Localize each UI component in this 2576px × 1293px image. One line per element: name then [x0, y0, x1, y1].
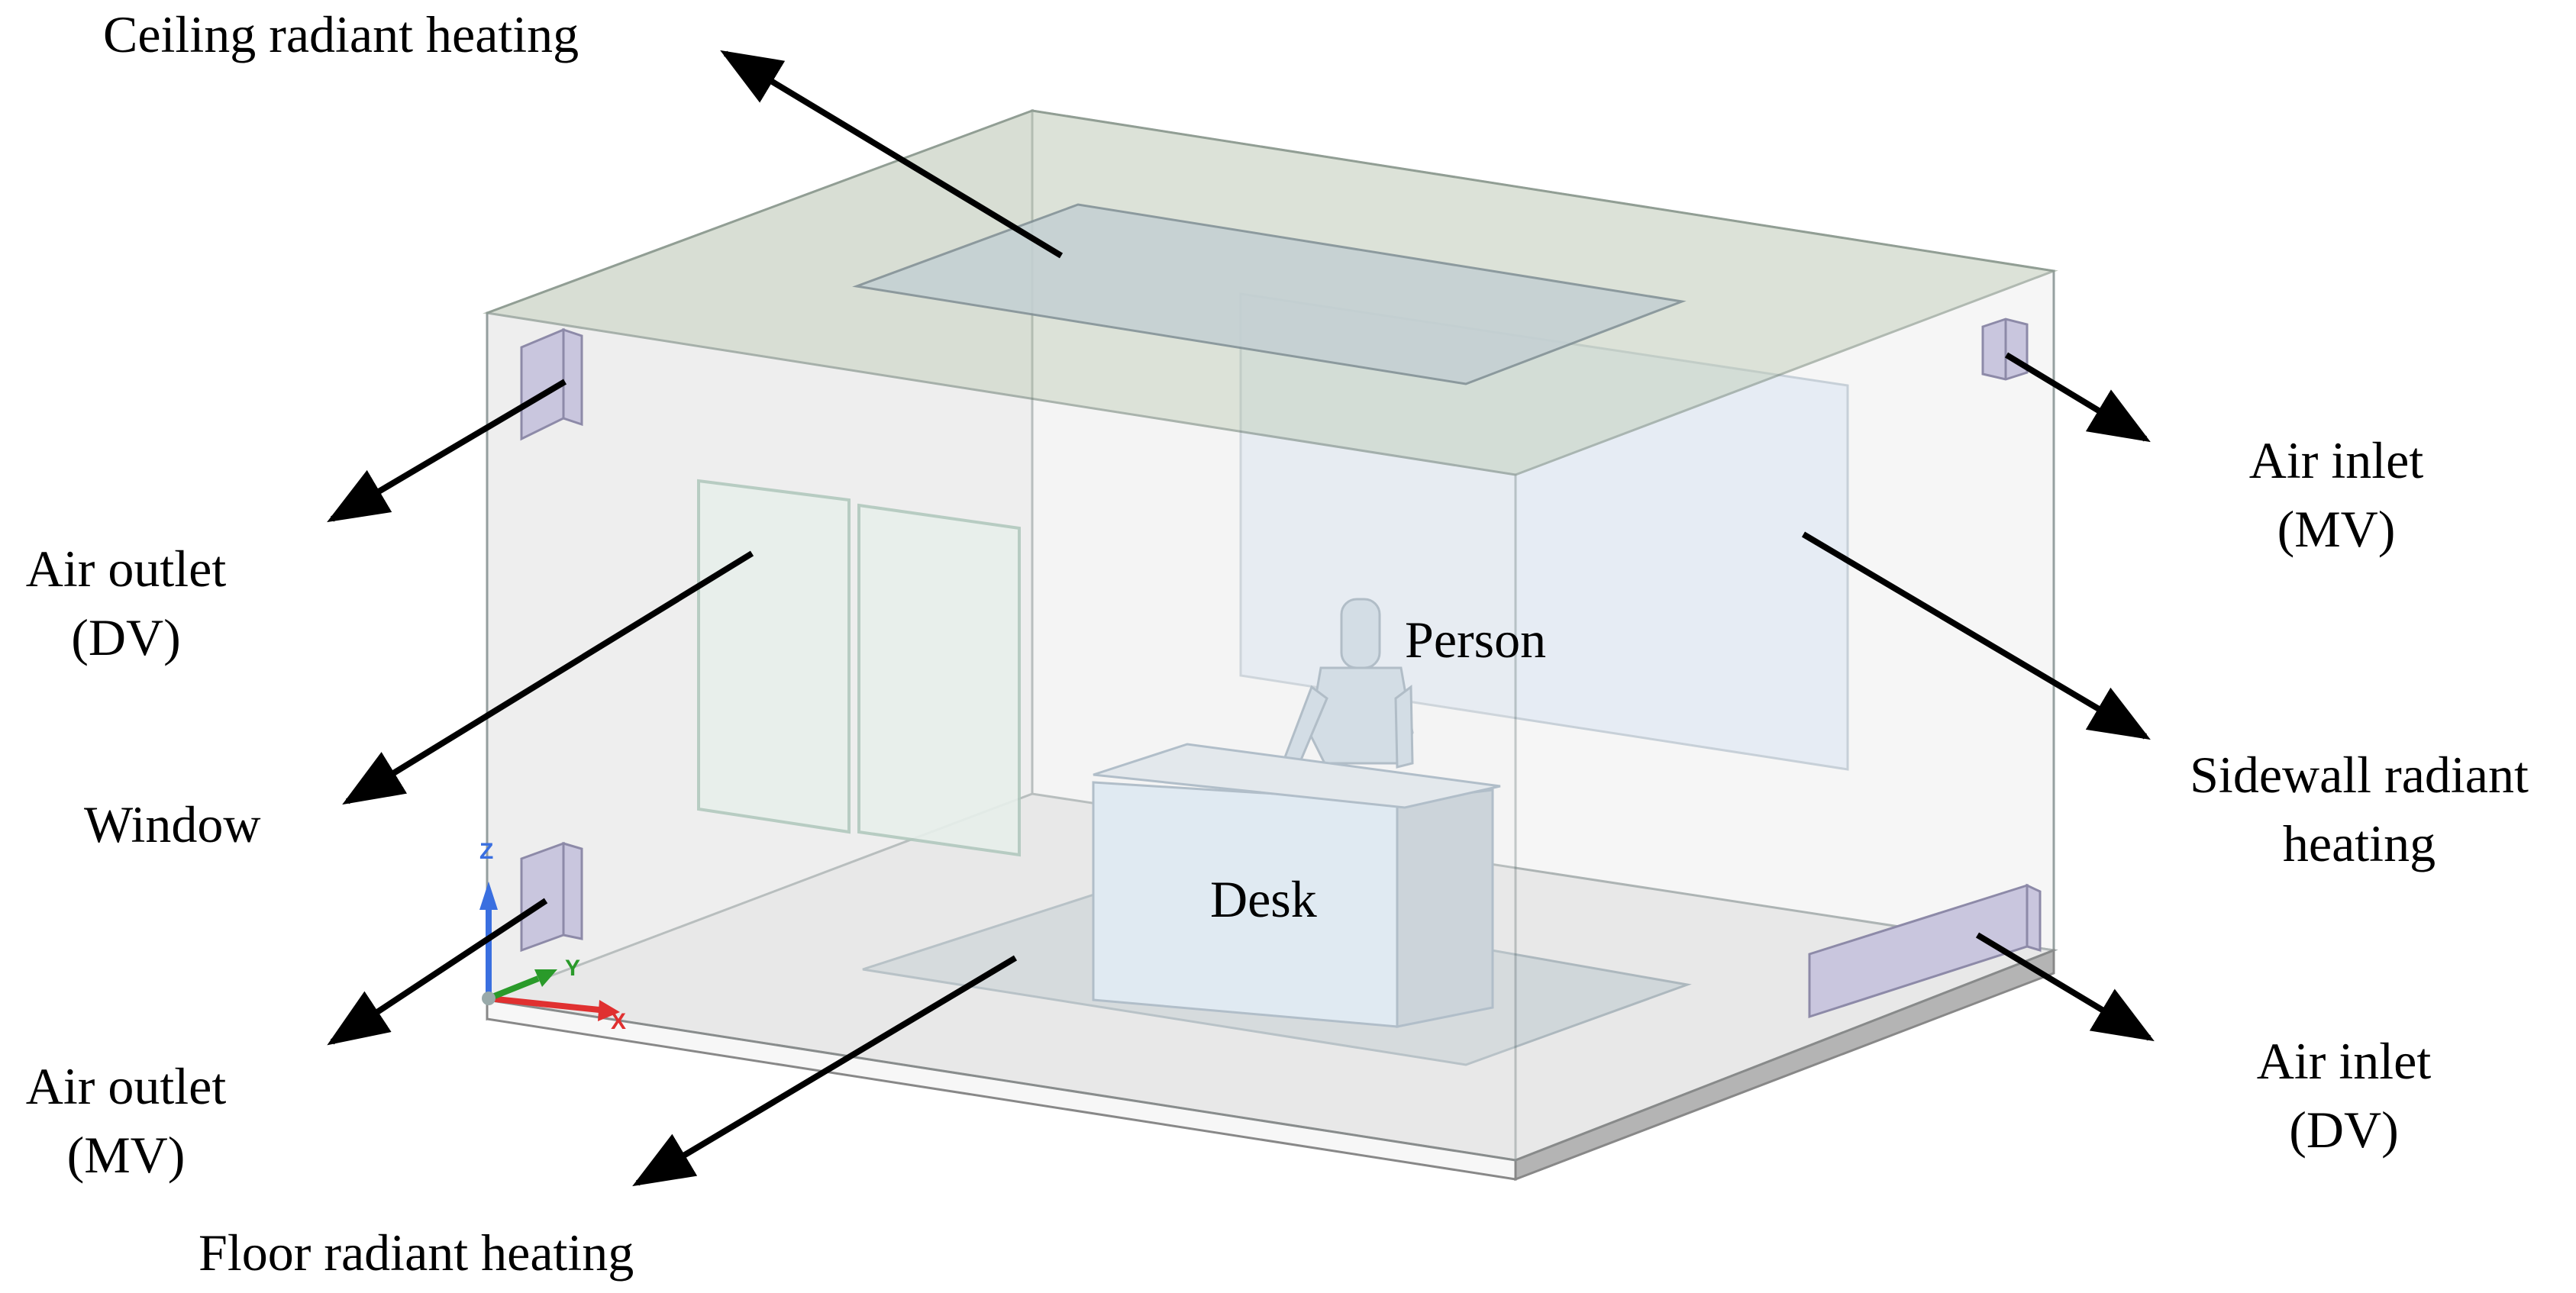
air-outlet-dv-arrow [327, 379, 567, 523]
air-inlet-dv-label-line2: (DV) [2289, 1101, 2399, 1159]
window-label: Window [84, 795, 261, 853]
sidewall-radiant-heating-label-line1: Sidewall radiant [2190, 746, 2529, 804]
air-inlet-mv-label-line2: (MV) [2277, 500, 2396, 558]
ceiling-arrow [720, 50, 1064, 259]
air-outlet-dv-vent [520, 327, 583, 441]
floor-radiant-heating-label: Floor radiant heating [199, 1224, 634, 1282]
desk-top [1093, 743, 1501, 809]
air-inlet-mv-vent [1981, 318, 2029, 381]
air-inlet-dv-label-line1: Air inlet [2256, 1032, 2432, 1090]
ceiling-radiant-panel [852, 203, 1687, 385]
desk-label: Desk [1210, 870, 1317, 928]
floor-arrow [632, 955, 1018, 1187]
air-inlet-dv-arrow [1975, 932, 2155, 1042]
window-pane-right [857, 503, 1021, 857]
window-pane-left [697, 479, 851, 834]
person-mannequin [1280, 598, 1414, 769]
air-inlet-mv-label-line1: Air inlet [2248, 431, 2424, 489]
ceiling-radiant-heating-label: Ceiling radiant heating [103, 5, 579, 63]
air-outlet-mv-arrow [327, 898, 548, 1046]
leader-arrows [327, 50, 2155, 1187]
air-outlet-dv-label-line1: Air outlet [25, 540, 227, 598]
air-inlet-mv-arrow [2004, 352, 2151, 443]
air-outlet-mv-label-line2: (MV) [66, 1126, 186, 1184]
air-inlet-dv-vent [1808, 883, 2042, 1019]
window-arrow [342, 550, 754, 805]
front-left-wall [486, 311, 1517, 1162]
sidewall-arrow [1801, 531, 2151, 740]
air-outlet-dv-label-line2: (DV) [71, 608, 181, 666]
axis-z-label: Z [479, 839, 493, 864]
base-slab-side [1514, 948, 2055, 1182]
sidewall-radiant-heating-label-line2: heating [2282, 814, 2436, 872]
air-outlet-mv-label-line1: Air outlet [25, 1057, 227, 1115]
coordinate-axes: X Y Z [479, 839, 626, 1034]
person-label: Person [1405, 611, 1547, 669]
axis-y-label: Y [565, 956, 580, 981]
air-outlet-mv-vent [520, 841, 583, 953]
axis-x-label: X [611, 1009, 626, 1034]
